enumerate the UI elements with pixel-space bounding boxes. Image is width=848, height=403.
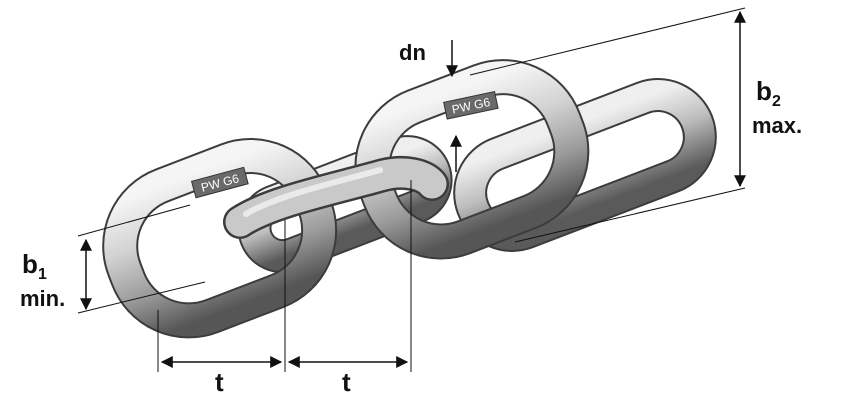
label-dn: dn (399, 40, 426, 65)
label-b2-note: max. (752, 113, 802, 138)
label-b1-sub: 1 (38, 266, 47, 283)
chain-link-center-front (223, 156, 449, 239)
label-b2-main: b (756, 76, 772, 106)
chain-link-left (102, 137, 338, 339)
b1-dimension (77, 204, 206, 314)
stamp-left: PW G6 (190, 166, 249, 199)
chain-link-middle (354, 59, 590, 260)
label-b1: b 1 min. (20, 249, 65, 311)
stamp-middle: PW G6 (443, 90, 499, 120)
label-b1-main: b (22, 249, 38, 279)
b2-dimension (469, 7, 746, 243)
label-b2-sub: 2 (772, 93, 781, 110)
label-pitch-right: t (342, 367, 351, 397)
label-b2: b 2 max. (752, 76, 802, 138)
dn-dimension (446, 40, 462, 172)
pitch-dimension (157, 180, 412, 372)
label-pitch-left: t (215, 367, 224, 397)
label-b1-note: min. (20, 286, 65, 311)
